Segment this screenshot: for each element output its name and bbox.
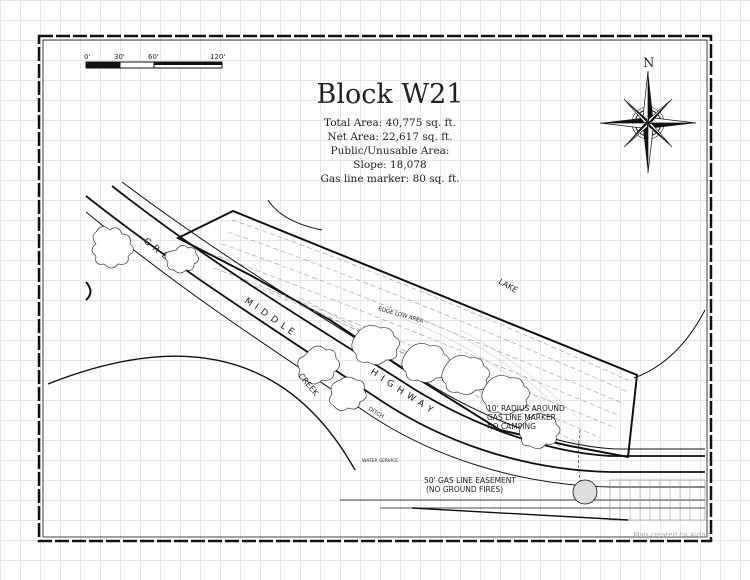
scale-label-60: 60' xyxy=(148,53,159,61)
ditch-label: DITCH xyxy=(367,407,385,421)
svg-text:G: G xyxy=(141,236,153,248)
svg-text:G: G xyxy=(384,378,395,390)
gas-radius-label-1: 10' RADIUS AROUND xyxy=(487,404,565,413)
easement-label-2: (NO GROUND FIRES) xyxy=(426,485,503,494)
public-area-stat: Public/Unusable Area: xyxy=(330,145,450,157)
svg-text:D: D xyxy=(268,314,279,326)
gas-radius-label-2: GAS LINE MARKER xyxy=(487,413,556,422)
gas-marker-stat: Gas line marker: 80 sq. ft. xyxy=(320,173,460,185)
svg-text:Y: Y xyxy=(424,404,435,416)
total-area-stat: Total Area: 40,775 sq. ft. xyxy=(324,117,456,129)
svg-text:W: W xyxy=(404,391,417,404)
svg-text:D: D xyxy=(258,307,269,319)
map-title-block: Block W21 Total Area: 40,775 sq. ft. Net… xyxy=(290,78,490,186)
svg-text:I: I xyxy=(378,374,386,384)
scale-bar: 0' 30' 60' 120' xyxy=(84,53,225,69)
contour-lines xyxy=(213,219,633,447)
road-label-highway: H I G H W A Y xyxy=(368,367,434,416)
svg-text:M: M xyxy=(242,296,254,309)
parcel-boundary xyxy=(175,209,639,459)
map-title: Block W21 xyxy=(316,79,464,110)
lake-label: LAKE xyxy=(497,277,519,295)
scale-label-120: 120' xyxy=(210,53,225,61)
great-middle-highway xyxy=(85,181,705,488)
gas-line-easement xyxy=(340,429,705,509)
slope-stat: Slope: 18,078 xyxy=(353,159,427,171)
net-area-stat: Net Area: 22,617 sq. ft. xyxy=(327,131,453,143)
south-boundary xyxy=(411,507,629,521)
easement-strip xyxy=(609,479,706,521)
edge-low-area-label: EDGE LOW AREA xyxy=(377,306,423,325)
svg-text:E: E xyxy=(159,250,170,262)
water-service-label: WATER SERVICE xyxy=(362,458,398,464)
easement-label-1: 50' GAS LINE EASEMENT xyxy=(424,476,516,485)
scale-label-30: 30' xyxy=(114,53,125,61)
gas-line-marker-radius xyxy=(572,479,598,505)
creek-bank-lower xyxy=(47,355,356,471)
road-label-middle: M I D D L E xyxy=(242,296,296,338)
svg-text:E: E xyxy=(285,326,296,338)
map-credit: Map created by Aidan xyxy=(633,531,710,539)
tree-cluster-west xyxy=(91,226,367,411)
tree-cluster-parcel xyxy=(351,325,561,449)
svg-text:I: I xyxy=(252,302,260,312)
map-border-inner xyxy=(42,39,708,538)
lake-shore-upper xyxy=(267,199,323,231)
gas-radius-label-3: NO CAMPING xyxy=(487,422,536,431)
compass-rose-icon: N xyxy=(599,56,697,174)
north-label: N xyxy=(643,56,654,71)
svg-text:H: H xyxy=(394,385,405,397)
map-border-outer xyxy=(37,34,713,543)
lake-shore-right xyxy=(633,309,706,379)
svg-text:A: A xyxy=(415,398,426,410)
svg-text:L: L xyxy=(278,321,288,332)
scale-label-0: 0' xyxy=(84,53,90,61)
svg-text:H: H xyxy=(368,367,379,379)
svg-text:R: R xyxy=(150,243,161,255)
creek-bank xyxy=(85,281,92,301)
